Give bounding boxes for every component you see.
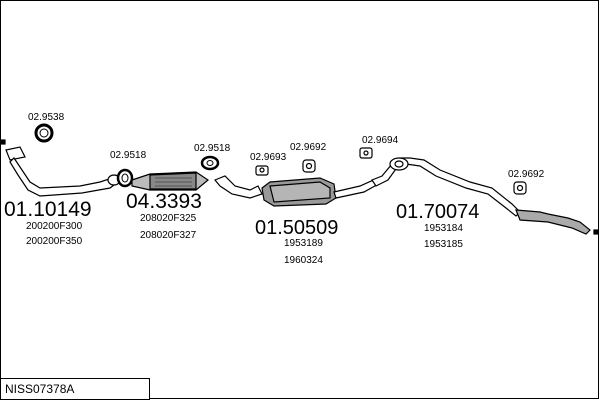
middle-silencer — [261, 177, 383, 207]
group-ref-middle-silencer-1: 1953189 — [284, 238, 323, 249]
group-ref-front-pipe-1: 200200F300 — [26, 221, 83, 232]
part-label-clamp-3: 02.9518 — [194, 143, 231, 154]
part-label-clamp-7: 02.9692 — [508, 169, 545, 180]
rubber-hanger-1 — [255, 165, 269, 176]
group-code-front-pipe: 01.10149 — [4, 198, 92, 221]
group-ref-middle-silencer-2: 1960324 — [284, 255, 323, 266]
kit-code-box: NISS07378A — [0, 378, 150, 400]
rubber-hanger-4 — [513, 181, 527, 195]
intermediate-pipe — [214, 175, 263, 199]
rubber-hanger-3 — [359, 147, 373, 159]
group-ref-catalyst-2: 208020F327 — [140, 230, 197, 241]
gasket-ring-2 — [116, 168, 134, 188]
group-ref-tail-pipe-1: 1953184 — [424, 223, 463, 234]
part-label-clamp-4: 02.9693 — [250, 152, 287, 163]
catalytic-converter — [131, 171, 210, 191]
group-code-tail-pipe: 01.70074 — [396, 201, 479, 223]
part-label-clamp-6: 02.9694 — [362, 135, 399, 146]
gasket-ring-1 — [34, 123, 54, 143]
tail-pipe — [371, 157, 599, 235]
part-label-clamp-1: 02.9538 — [28, 112, 65, 123]
kit-code: NISS07378A — [5, 382, 75, 396]
group-ref-front-pipe-2: 200200F350 — [26, 236, 83, 247]
front-pipe — [0, 139, 121, 197]
part-label-clamp-2: 02.9518 — [110, 150, 147, 161]
group-code-middle-silencer: 01.50509 — [255, 217, 338, 239]
gasket-ring-3 — [200, 155, 220, 171]
part-label-clamp-5: 02.9692 — [290, 142, 327, 153]
group-ref-catalyst-1: 208020F325 — [140, 213, 197, 224]
group-ref-tail-pipe-2: 1953185 — [424, 239, 463, 250]
rubber-hanger-2 — [302, 159, 316, 173]
group-code-catalyst: 04.3393 — [126, 190, 202, 213]
